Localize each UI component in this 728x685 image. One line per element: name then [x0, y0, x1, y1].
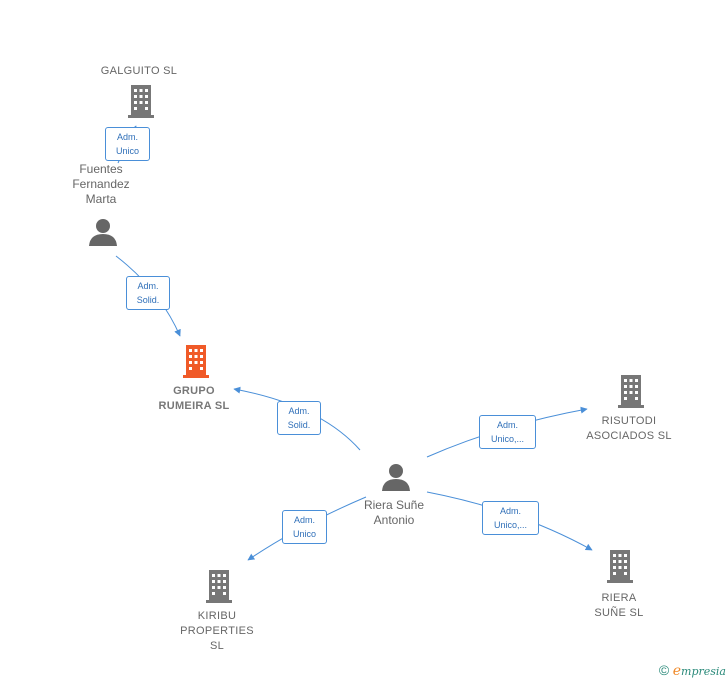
node-label-riera-sl: RIERA SUÑE SL — [594, 592, 644, 619]
node-label-fuentes: Fuentes Fernandez Marta — [72, 162, 130, 206]
node-label-grupo-rumeira: GRUPO RUMEIRA SL — [158, 385, 230, 412]
copyright-icon: © — [658, 662, 670, 678]
node-label-risutodi: RISUTODI ASOCIADOS SL — [586, 415, 672, 442]
logo-initial: e — [672, 663, 682, 679]
building-icon[interactable] — [616, 374, 646, 408]
node-label-galguito: GALGUITO SL — [100, 65, 178, 77]
building-icon[interactable] — [204, 569, 234, 603]
edge-label-riera-grupo[interactable]: Adm. Solid. — [277, 401, 321, 435]
edge-label-riera-risutodi[interactable]: Adm. Unico,... — [479, 415, 536, 449]
empresia-logo: © empresia — [659, 662, 726, 679]
person-icon[interactable] — [88, 217, 118, 247]
building-icon[interactable] — [605, 549, 635, 583]
edge-label-fuentes-grupo[interactable]: Adm. Solid. — [126, 276, 170, 310]
logo-text: mpresia — [681, 665, 726, 678]
edge-label-riera-rierasl[interactable]: Adm. Unico,... — [482, 501, 539, 535]
edge-label-riera-kiribu[interactable]: Adm. Unico — [282, 510, 327, 544]
node-label-riera-antonio: Riera Suñe Antonio — [363, 498, 425, 527]
edge-label-fuentes-galguito[interactable]: Adm. Unico — [105, 127, 150, 161]
node-label-kiribu: KIRIBU PROPERTIES SL — [180, 610, 254, 652]
building-icon-main[interactable] — [181, 344, 211, 378]
person-icon[interactable] — [381, 462, 411, 492]
building-icon[interactable] — [126, 84, 156, 118]
